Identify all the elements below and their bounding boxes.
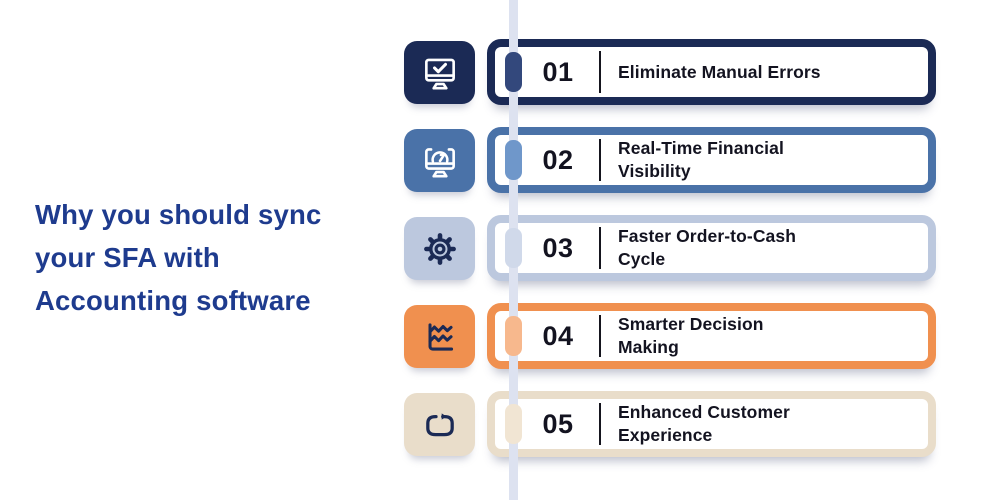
divider [599, 403, 601, 445]
item-title: Enhanced Customer Experience [618, 402, 790, 445]
item-card: 02 Real-Time Financial Visibility [487, 127, 936, 193]
item-card: 01 Eliminate Manual Errors [487, 39, 936, 105]
item-title: Smarter Decision Making [618, 314, 764, 357]
page-title: Why you should sync your SFA with Accoun… [35, 199, 322, 316]
item-card: 04 Smarter Decision Making [487, 303, 936, 369]
monitor-gauge-icon [404, 129, 475, 192]
connector-pill [505, 404, 522, 444]
item-title: Eliminate Manual Errors [618, 61, 821, 82]
timeline-item-4: 04 Smarter Decision Making [0, 303, 1000, 369]
connector-pill [505, 52, 522, 92]
item-card: 03 Faster Order-to-Cash Cycle [487, 215, 936, 281]
timeline-item-5: 05 Enhanced Customer Experience [0, 391, 1000, 457]
item-number: 02 [542, 144, 574, 175]
item-number: 03 [542, 232, 574, 263]
loop-arrow-icon [404, 393, 475, 456]
item-title: Real-Time Financial Visibility [618, 138, 784, 181]
timeline-item-2: 02 Real-Time Financial Visibility [0, 127, 1000, 193]
item-number: 04 [542, 320, 574, 351]
connector-pill [505, 228, 522, 268]
divider [599, 139, 601, 181]
divider [599, 227, 601, 269]
item-number: 05 [542, 408, 574, 439]
line-chart-icon [404, 305, 475, 368]
item-number: 01 [542, 56, 574, 87]
divider [599, 51, 601, 93]
timeline-item-3: 03 Faster Order-to-Cash Cycle [0, 215, 1000, 281]
connector-pill [505, 140, 522, 180]
item-card: 05 Enhanced Customer Experience [487, 391, 936, 457]
timeline-item-1: 01 Eliminate Manual Errors [0, 39, 1000, 105]
connector-pill [505, 316, 522, 356]
divider [599, 315, 601, 357]
gear-icon [404, 217, 475, 280]
item-title: Faster Order-to-Cash Cycle [618, 226, 797, 269]
monitor-check-icon [404, 41, 475, 104]
